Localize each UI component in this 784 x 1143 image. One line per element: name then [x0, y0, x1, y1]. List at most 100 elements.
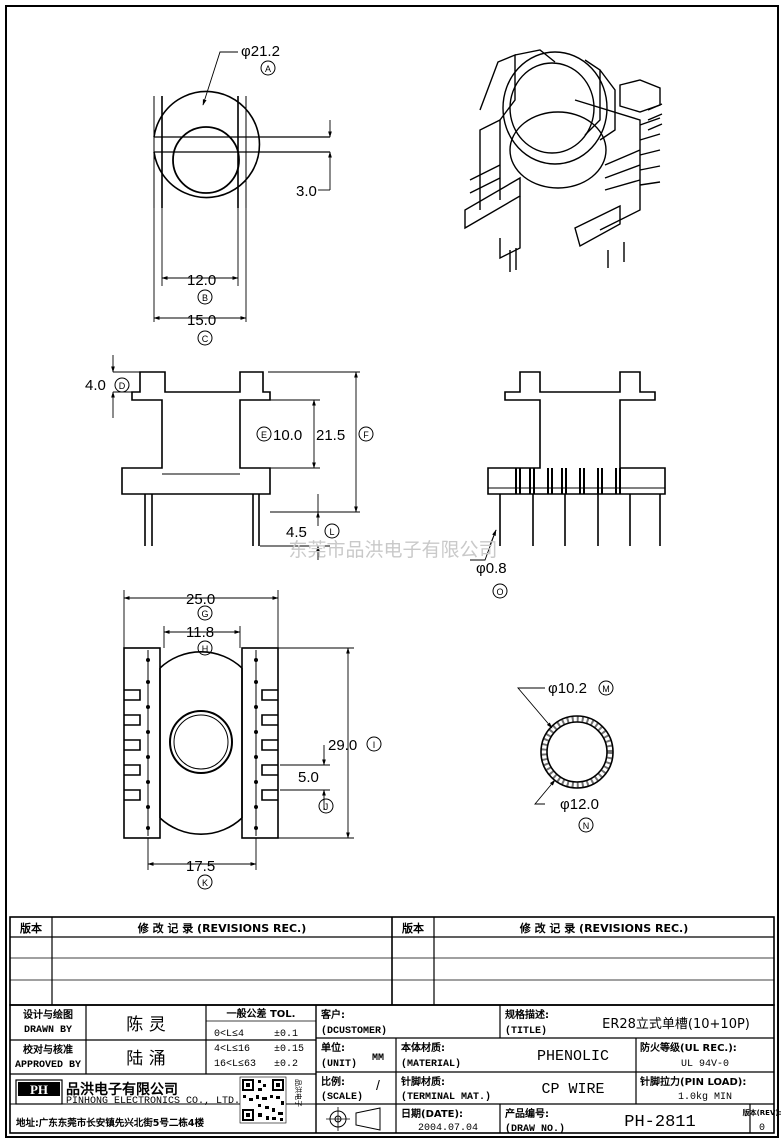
dim-c-marker	[197, 330, 213, 346]
company-address: 地址:广东东莞市长安镇先兴北街5号二栋4楼	[16, 1117, 205, 1129]
dim-h-text: 11.8	[186, 624, 214, 641]
dim-e-letter: E	[261, 430, 267, 440]
terminal-value: CP WIRE	[541, 1081, 604, 1098]
dim-n-marker	[578, 817, 594, 833]
company-name-en: PINHONG ELECTRONICS CO., LTD.	[66, 1096, 240, 1107]
dim-l-marker	[324, 523, 340, 539]
dim-g-marker	[197, 605, 213, 621]
dim-k-text: 17.5	[186, 858, 215, 875]
dim-g-letter: G	[201, 609, 208, 619]
dim-b-text: 12.0	[187, 272, 216, 289]
material-label-cn: 本体材质:	[401, 1041, 445, 1054]
dim-c-text: 15.0	[187, 312, 216, 329]
rev-header-left: 修 改 记 录 (REVISIONS REC.)	[137, 921, 307, 935]
dim-k-letter: K	[202, 878, 208, 888]
dim-c-letter: C	[202, 334, 209, 344]
qr-side-text: 品洪电子	[294, 1079, 303, 1107]
dim-h-marker	[197, 640, 213, 656]
rev-version-header-right: 版本	[402, 921, 424, 935]
scale-label-cn: 比例:	[321, 1075, 345, 1088]
sheet-border	[5, 5, 779, 1138]
tol-range-0: 0<L≤4	[214, 1029, 244, 1040]
tol-title: 一般公差 TOL.	[227, 1007, 296, 1020]
pin-load-label: 针脚拉力(PIN LOAD):	[640, 1075, 746, 1088]
dim-e-text: 10.0	[273, 427, 302, 444]
dim-f-text: 21.5	[316, 427, 345, 444]
tol-value-2: ±0.2	[274, 1059, 298, 1070]
company-name-cn: 品洪电子有限公司	[66, 1081, 178, 1098]
dim-b-letter: B	[202, 293, 208, 303]
drawn-by-label-cn: 设计与绘图	[23, 1008, 73, 1021]
dim-a-letter: A	[265, 64, 271, 74]
bottom-view-pins	[146, 658, 258, 830]
dim-j-letter: J	[324, 802, 329, 812]
dim-o-letter: O	[496, 587, 503, 597]
unit-label-en: (UNIT)	[321, 1058, 357, 1070]
scale-label-en: (SCALE)	[321, 1091, 363, 1103]
terminal-label-cn: 针脚材质:	[401, 1075, 445, 1088]
dim-slot-text: 3.0	[296, 183, 317, 200]
unit-label-cn: 单位:	[321, 1041, 345, 1054]
tol-range-1: 4<L≤16	[214, 1044, 250, 1055]
tol-range-2: 16<L≤63	[214, 1059, 256, 1070]
customer-label-cn: 客户:	[320, 1008, 345, 1021]
dim-l-text: 4.5	[286, 524, 307, 541]
dim-j-text: 5.0	[298, 769, 319, 786]
pin-load-value: 1.0kg MIN	[678, 1091, 732, 1103]
approved-label-en: APPROVED BY	[15, 1060, 81, 1071]
front-view	[111, 355, 360, 560]
dim-g-text: 25.0	[186, 591, 215, 608]
qr-code	[239, 1076, 287, 1124]
dim-i-marker	[366, 736, 382, 752]
customer-label-en: (DCUSTOMER)	[321, 1025, 387, 1037]
rev-version-header-left: 版本	[20, 921, 42, 935]
dim-d-marker	[114, 377, 130, 393]
top-view	[153, 51, 332, 322]
scale-value: /	[376, 1077, 380, 1093]
dim-o-text: φ0.8	[476, 560, 507, 577]
dim-j-marker	[318, 798, 334, 814]
drawn-by-name: 陈 灵	[126, 1015, 165, 1035]
rev-header-right: 修 改 记 录 (REVISIONS REC.)	[519, 921, 689, 935]
terminal-label-en: (TERMINAL MAT.)	[401, 1091, 491, 1103]
material-value: PHENOLIC	[537, 1048, 609, 1065]
draw-no-label-cn: 产品编号:	[505, 1107, 549, 1120]
side-view	[470, 371, 666, 561]
date-value: 2004.07.04	[418, 1123, 478, 1134]
company-logo: PH	[15, 1079, 63, 1105]
bottom-view-dims	[123, 590, 354, 870]
title-label-en: (TITLE)	[505, 1025, 547, 1037]
date-label-cn: 日期(DATE):	[401, 1107, 463, 1120]
dim-a-text: φ21.2	[241, 43, 280, 60]
drawn-by-label-en: DRAWN BY	[24, 1025, 72, 1036]
dim-f-letter: F	[363, 430, 369, 440]
isometric-view	[464, 49, 663, 272]
dim-a-marker	[260, 60, 276, 76]
watermark: 东莞市品洪电子有限公司	[288, 539, 497, 561]
title-label-cn: 规格描述:	[505, 1008, 549, 1021]
tol-value-1: ±0.15	[274, 1044, 304, 1055]
fire-value: UL 94V-0	[681, 1059, 729, 1070]
dim-i-letter: I	[373, 740, 376, 750]
draw-no-label-en: (DRAW NO.)	[505, 1123, 565, 1135]
unit-value: MM	[372, 1053, 384, 1064]
draw-no-value: PH-2811	[624, 1113, 695, 1132]
tol-value-0: ±0.1	[274, 1029, 298, 1040]
dim-l-letter: L	[329, 527, 334, 537]
fire-label: 防火等级(UL REC.):	[640, 1041, 737, 1054]
logo-text: PH	[30, 1082, 48, 1097]
bottom-view	[123, 647, 279, 839]
rev-label: 版本(REV):	[743, 1108, 782, 1117]
dim-m-letter: M	[602, 684, 610, 694]
ring-view	[517, 687, 614, 805]
dim-m-marker	[598, 680, 614, 696]
approved-by-name: 陆 涌	[126, 1049, 165, 1069]
rev-value: 0	[759, 1123, 765, 1134]
dim-h-letter: H	[202, 644, 209, 654]
approved-label-cn: 校对与核准	[23, 1043, 73, 1056]
dim-d-text: 4.0	[85, 377, 106, 394]
dim-d-letter: D	[119, 381, 126, 391]
dim-o-marker	[492, 583, 508, 599]
dim-m-text: φ10.2	[548, 680, 587, 697]
